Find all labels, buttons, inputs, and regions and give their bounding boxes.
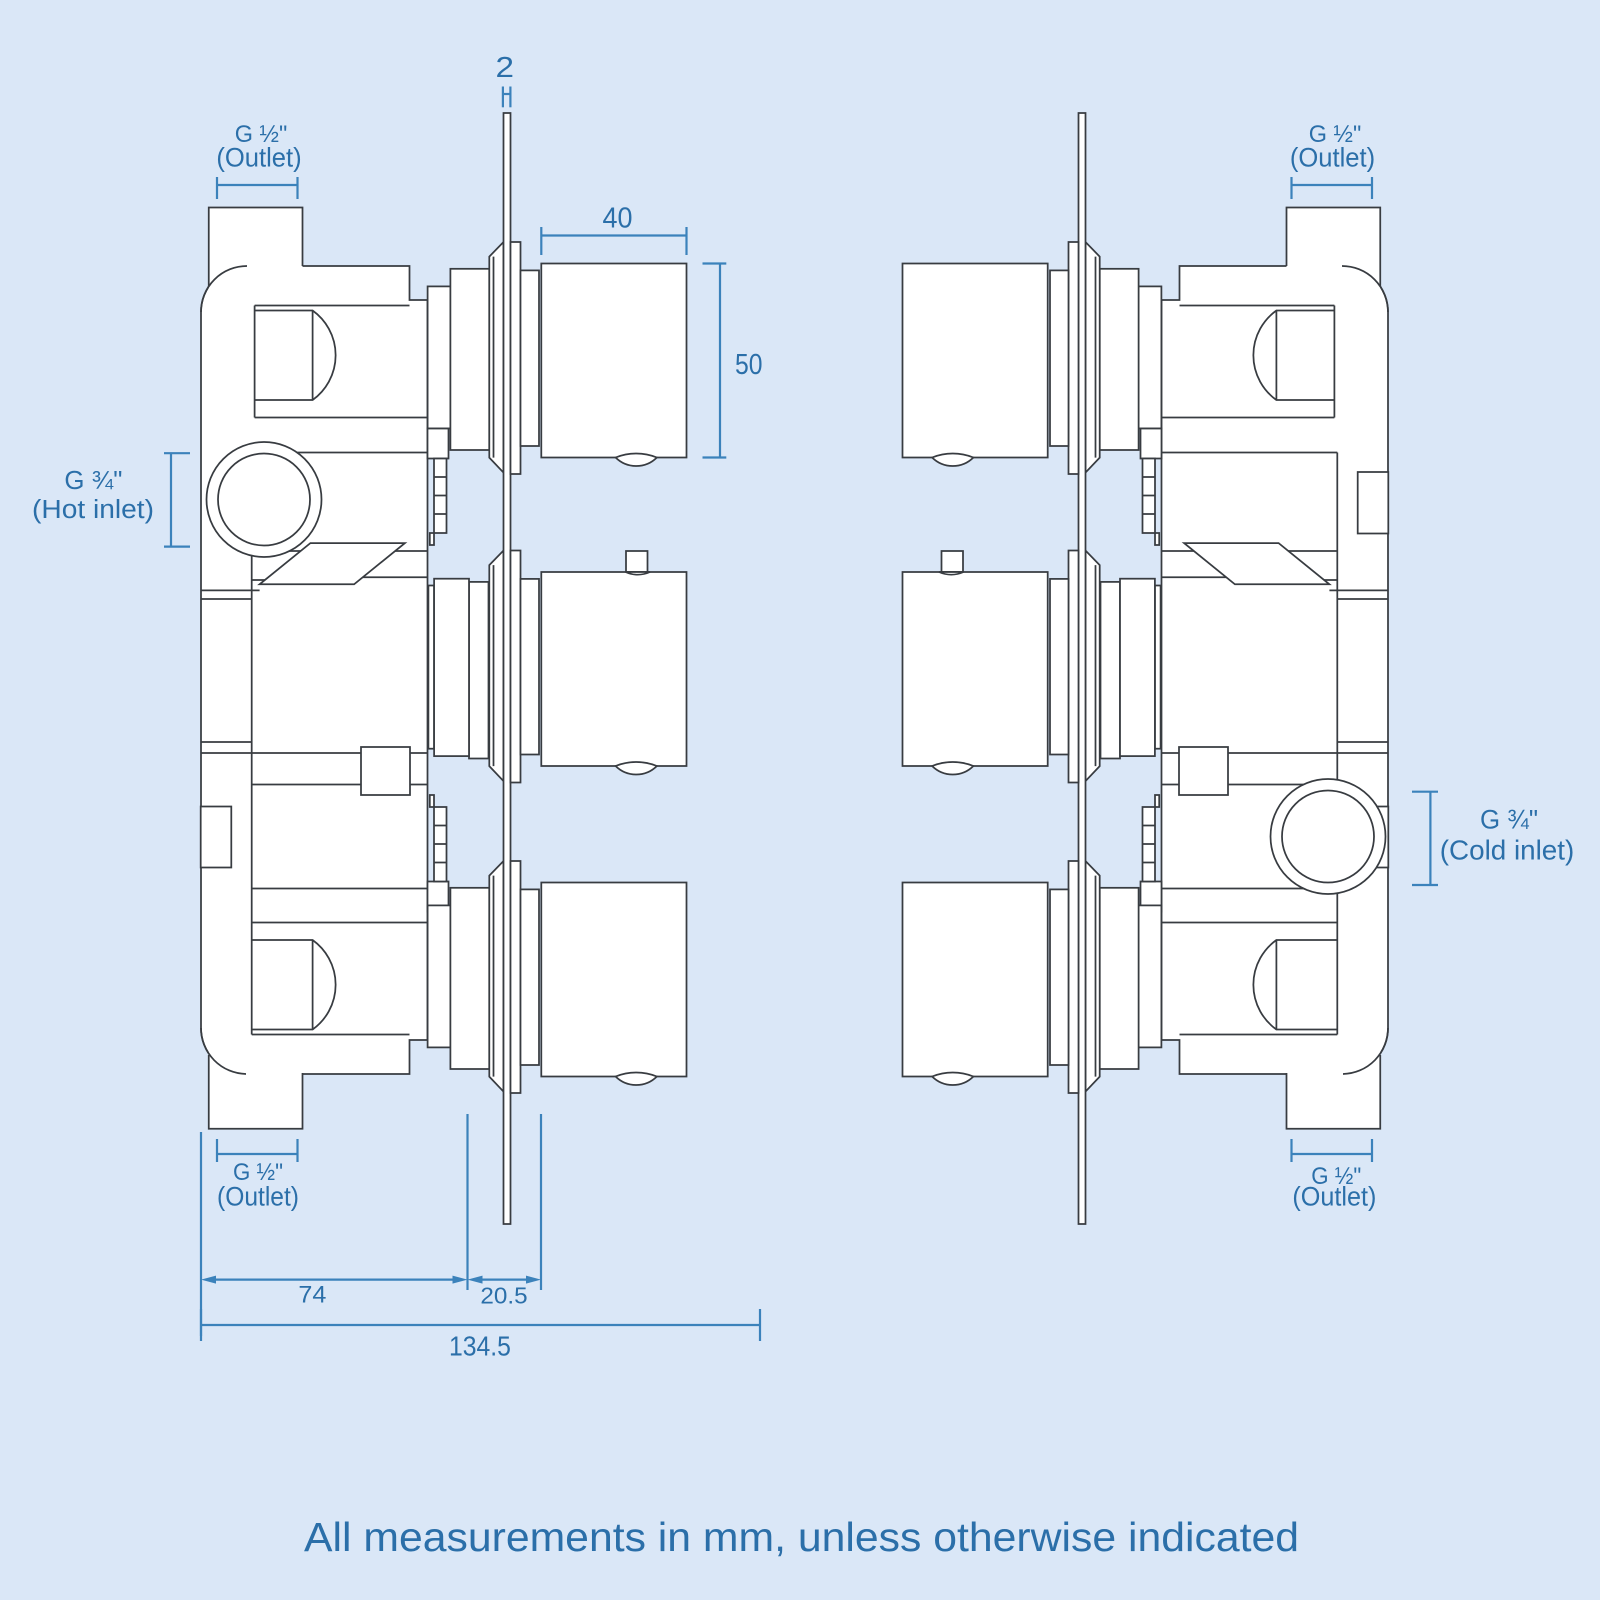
svg-text:(Outlet): (Outlet) <box>217 1182 299 1212</box>
svg-text:(Hot inlet): (Hot inlet) <box>32 496 154 524</box>
svg-text:G ½": G ½" <box>1311 1163 1361 1190</box>
svg-text:G ½": G ½" <box>233 1159 283 1186</box>
svg-text:G ¾": G ¾" <box>1480 805 1538 835</box>
svg-text:(Outlet): (Outlet) <box>216 143 301 173</box>
svg-text:G ½": G ½" <box>235 121 288 148</box>
svg-text:All measurements in mm, unless: All measurements in mm, unless otherwise… <box>304 1514 1299 1560</box>
svg-text:40: 40 <box>603 203 633 235</box>
svg-text:(Outlet): (Outlet) <box>1290 143 1375 173</box>
svg-text:G ½": G ½" <box>1309 121 1362 148</box>
svg-text:74: 74 <box>298 1282 326 1308</box>
svg-text:(Outlet): (Outlet) <box>1292 1182 1376 1212</box>
svg-text:134.5: 134.5 <box>449 1329 511 1361</box>
svg-text:G ¾": G ¾" <box>64 467 122 495</box>
svg-text:(Cold inlet): (Cold inlet) <box>1440 835 1575 866</box>
svg-text:20.5: 20.5 <box>480 1282 527 1308</box>
svg-text:50: 50 <box>735 349 763 381</box>
svg-text:2: 2 <box>496 52 515 84</box>
